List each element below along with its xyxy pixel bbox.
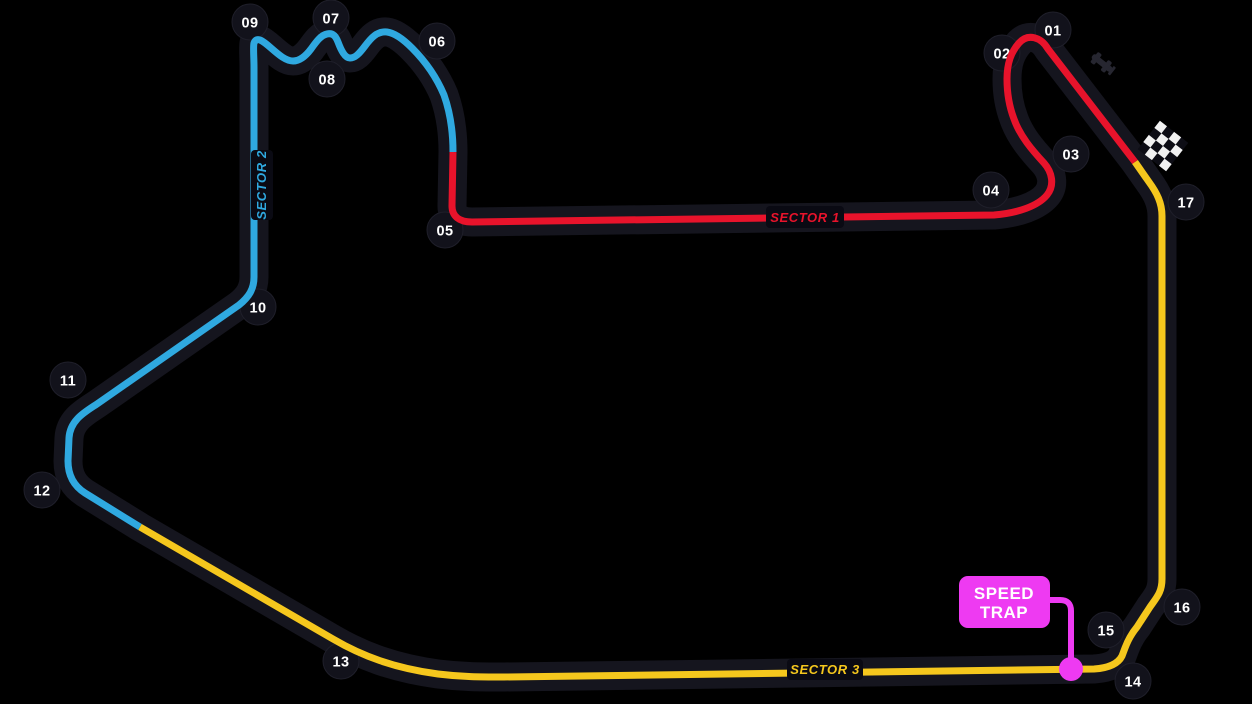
corner-badge-06: 06: [418, 22, 456, 60]
badge-circle: [1052, 135, 1090, 173]
speed-trap: SPEED TRAP: [959, 576, 1083, 681]
corner-number: 04: [982, 184, 999, 200]
speed-trap-line2: TRAP: [980, 603, 1028, 622]
corner-number: 02: [993, 47, 1010, 63]
badge-circle: [1087, 611, 1125, 649]
corner-badge-13: 13: [322, 642, 360, 680]
badge-circle: [426, 211, 464, 249]
sector2-label-bg: [251, 150, 273, 220]
corner-badge-04: 04: [972, 171, 1010, 209]
corner-number: 13: [332, 655, 349, 671]
corner-number: 15: [1097, 624, 1114, 640]
sector3-line: [138, 159, 1166, 681]
corner-badge-11: 11: [49, 361, 87, 399]
sector2-line: [64, 28, 457, 530]
badge-circle: [1163, 588, 1201, 626]
corner-number: 12: [33, 484, 50, 500]
finish-flag-icon: [1137, 120, 1189, 172]
car-icon: [1090, 52, 1116, 76]
speed-trap-box: [959, 576, 1050, 628]
corner-number: 14: [1124, 675, 1141, 691]
corner-number: 06: [428, 35, 445, 51]
corner-number: 16: [1173, 601, 1190, 617]
speed-trap-line1: SPEED: [974, 584, 1034, 603]
corner-badges: 01 02 03 04 05 06 07 08 09 10 11 12 13 1…: [23, 0, 1205, 700]
corner-badge-08: 08: [308, 60, 346, 98]
corner-badge-15: 15: [1087, 611, 1125, 649]
speed-trap-dot: [1059, 657, 1083, 681]
flag-checks: [1143, 120, 1183, 172]
corner-badge-14: 14: [1114, 662, 1152, 700]
badge-circle: [418, 22, 456, 60]
sector1-label: SECTOR 1: [766, 206, 844, 228]
sector3-label-bg: [787, 659, 863, 680]
corner-badge-16: 16: [1163, 588, 1201, 626]
speed-trap-connector: [1046, 597, 1074, 658]
sector1-label-text: SECTOR 1: [770, 210, 840, 225]
corner-badge-12: 12: [23, 471, 61, 509]
sector1-line: [448, 33, 1138, 226]
corner-number: 10: [249, 301, 266, 317]
corner-badge-05: 05: [426, 211, 464, 249]
badge-circle: [49, 361, 87, 399]
badge-circle: [23, 471, 61, 509]
corner-badge-17: 17: [1167, 183, 1205, 221]
corner-number: 17: [1177, 196, 1194, 212]
corner-badge-09: 09: [231, 3, 269, 41]
badge-circle: [308, 60, 346, 98]
corner-number: 07: [322, 12, 339, 28]
corner-badge-03: 03: [1052, 135, 1090, 173]
corner-number: 08: [318, 73, 335, 89]
corner-number: 01: [1044, 24, 1061, 40]
sector1-label-bg: [766, 206, 844, 228]
corner-number: 05: [436, 224, 453, 240]
sector2-label: SECTOR 2: [251, 150, 273, 220]
corner-number: 03: [1062, 148, 1079, 164]
corner-number: 09: [241, 16, 258, 32]
corner-number: 11: [60, 374, 76, 390]
sector2-label-text: SECTOR 2: [254, 150, 269, 220]
badge-circle: [1167, 183, 1205, 221]
corner-badge-07: 07: [312, 0, 350, 37]
badge-circle: [231, 3, 269, 41]
badge-circle: [1114, 662, 1152, 700]
badge-circle: [972, 171, 1010, 209]
sector3-label: SECTOR 3: [787, 659, 863, 680]
sector3-label-text: SECTOR 3: [790, 662, 860, 677]
